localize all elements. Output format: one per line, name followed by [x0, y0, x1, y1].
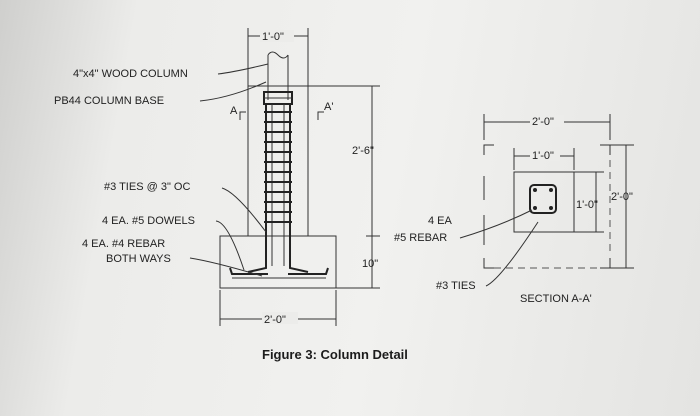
callout-ties: #3 TIES @ 3" OC	[104, 181, 267, 233]
svg-text:1'-0": 1'-0"	[532, 150, 554, 162]
section-rebar-dots	[533, 188, 553, 210]
dim-column-width-text: 1'-0"	[262, 31, 284, 43]
svg-text:PB44 COLUMN BASE: PB44 COLUMN BASE	[54, 95, 164, 107]
callout-wood-column: 4"x4" WOOD COLUMN	[73, 63, 269, 80]
section-mark-a-prime: A'	[324, 101, 333, 113]
callout-section-rebar: 4 EA #5 REBAR	[394, 209, 533, 244]
svg-text:4 EA. #4 REBAR: 4 EA. #4 REBAR	[82, 238, 165, 250]
dim-pier-height-text: 2'-6"	[352, 145, 374, 157]
sec-dim-inner-height: 1'-0"	[574, 171, 604, 233]
dim-column-width: 1'-0"	[247, 28, 309, 86]
callout-footing-rebar: 4 EA. #4 REBAR BOTH WAYS	[82, 238, 263, 277]
column-ties	[264, 111, 292, 223]
section-outer-footprint	[483, 144, 611, 269]
footing-rebar	[229, 267, 329, 279]
column-base-bracket	[263, 91, 293, 105]
figure-caption: Figure 3: Column Detail	[262, 347, 408, 362]
svg-text:4"x4" WOOD COLUMN: 4"x4" WOOD COLUMN	[73, 68, 188, 80]
callout-section-ties: #3 TIES	[436, 221, 539, 292]
dim-footing-width: 2'-0"	[219, 290, 337, 326]
svg-text:2'-0": 2'-0"	[611, 191, 633, 203]
sec-dim-inner-width: 1'-0"	[513, 148, 575, 170]
dim-pier-height: 2'-6"	[308, 85, 380, 237]
section-pier	[513, 171, 575, 233]
section-tie	[529, 184, 557, 214]
svg-text:BOTH WAYS: BOTH WAYS	[106, 253, 171, 265]
dowel-bars	[247, 104, 309, 273]
section-cut-marks: A A'	[230, 101, 333, 120]
svg-text:#5 REBAR: #5 REBAR	[394, 232, 447, 244]
dim-footing-width-text: 2'-0"	[264, 314, 286, 326]
svg-text:2'-0": 2'-0"	[532, 116, 554, 128]
svg-text:#3 TIES: #3 TIES	[436, 280, 476, 292]
svg-text:4 EA. #5 DOWELS: 4 EA. #5 DOWELS	[102, 215, 195, 227]
sec-dim-outer-height: 2'-0"	[610, 144, 634, 269]
svg-text:4 EA: 4 EA	[428, 215, 453, 227]
sec-dim-outer-width: 2'-0"	[483, 114, 611, 140]
dim-footing-depth-text: 10"	[362, 258, 378, 270]
dim-footing-depth: 10"	[336, 236, 380, 289]
callout-column-base: PB44 COLUMN BASE	[54, 81, 267, 107]
svg-text:1'-0": 1'-0"	[576, 199, 598, 211]
section-mark-a: A	[230, 105, 238, 117]
svg-text:#3 TIES @ 3" OC: #3 TIES @ 3" OC	[104, 181, 190, 193]
callout-dowels: 4 EA. #5 DOWELS	[102, 215, 245, 271]
section-title: SECTION A-A'	[520, 293, 592, 305]
concrete-footing	[219, 235, 337, 289]
